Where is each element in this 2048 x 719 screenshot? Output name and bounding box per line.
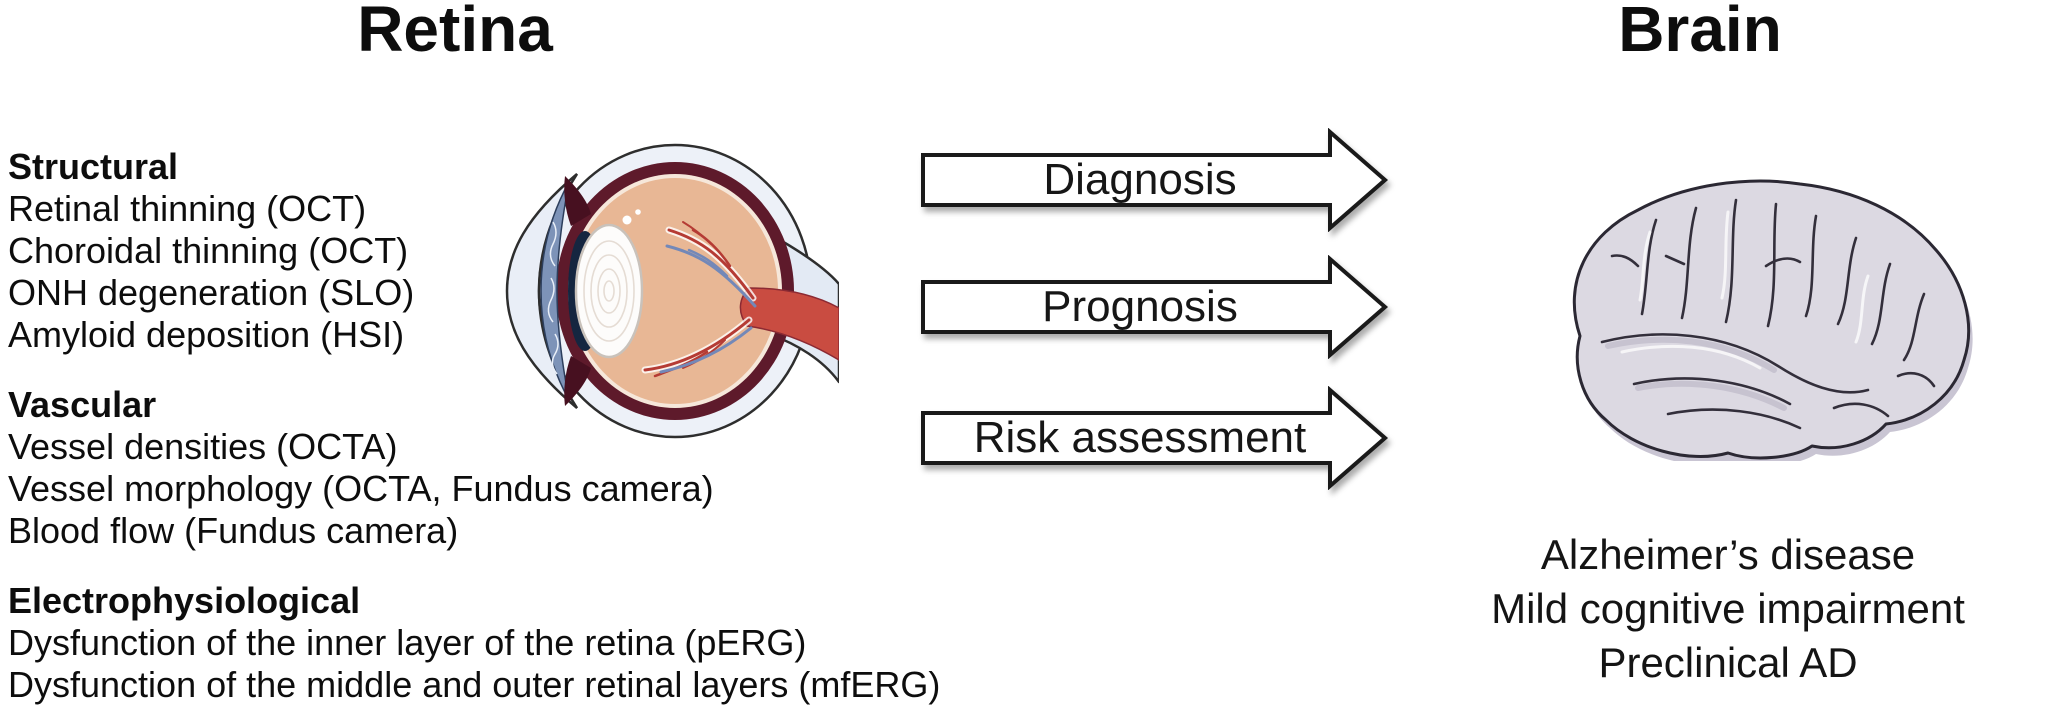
condition-item: Preclinical AD [1598, 639, 1858, 686]
lens-rings [583, 240, 635, 342]
arrow-label: Prognosis [1042, 282, 1238, 331]
retinal-vessels [641, 221, 757, 378]
arrow-prognosis: Prognosis [920, 255, 1390, 359]
list-item: Retinal thinning (OCT) [8, 188, 367, 229]
brain-title: Brain [1618, 0, 1782, 65]
list-item: Dysfunction of the middle and outer reti… [8, 664, 941, 705]
list-item: Vessel densities (OCTA) [8, 426, 398, 467]
optic-nerve-core [739, 287, 840, 362]
gyri-shading [1605, 336, 1787, 411]
brain-conditions-list: Alzheimer’s disease Mild cognitive impai… [1491, 528, 1965, 690]
eye-icon [505, 143, 841, 439]
section-heading: Vascular [8, 384, 157, 425]
lens [574, 223, 644, 359]
retina-section-vascular: Vascular Vessel densities (OCTA) Vessel … [8, 384, 940, 552]
ciliary-body-top [564, 176, 591, 226]
arrow-diagnosis: Diagnosis [920, 128, 1390, 232]
right-arrow-icon [921, 386, 1389, 490]
brain-illustration [1538, 146, 1983, 466]
arrow-risk-assessment: Risk assessment [920, 386, 1390, 490]
retina-title: Retina [357, 0, 553, 65]
highlight-dot [635, 209, 641, 215]
cortex-outline [1572, 179, 1971, 460]
condition-item: Alzheimer’s disease [1540, 531, 1916, 578]
list-item: Choroidal thinning (OCT) [8, 230, 409, 271]
list-item: Blood flow (Fundus camera) [8, 510, 459, 551]
retina-section-electrophysiological: Electrophysiological Dysfunction of the … [8, 580, 940, 706]
highlight-dot [622, 215, 632, 225]
list-item: Dysfunction of the inner layer of the re… [8, 622, 807, 663]
sulci-lines [1600, 198, 1936, 430]
brain-icon [1572, 179, 1973, 466]
retina-biomarker-list: Structural Retinal thinning (OCT) Choroi… [8, 146, 940, 706]
list-item: ONH degeneration (SLO) [8, 272, 415, 313]
iris-fibers [547, 221, 559, 375]
eye-illustration [497, 138, 841, 450]
section-heading: Electrophysiological [8, 580, 361, 621]
arrow-label: Diagnosis [1043, 155, 1237, 204]
retina-section-structural: Structural Retinal thinning (OCT) Choroi… [8, 146, 940, 356]
list-item: Vessel morphology (OCTA, Fundus camera) [8, 468, 714, 509]
right-arrow-icon [921, 128, 1389, 232]
list-item: Amyloid deposition (HSI) [8, 314, 405, 355]
arrow-label: Risk assessment [973, 413, 1307, 462]
ciliary-body-bottom [564, 356, 591, 406]
condition-item: Mild cognitive impairment [1491, 585, 1965, 632]
right-arrow-icon [921, 255, 1389, 359]
gyri-highlights [1620, 210, 1870, 370]
section-heading: Structural [8, 146, 179, 187]
